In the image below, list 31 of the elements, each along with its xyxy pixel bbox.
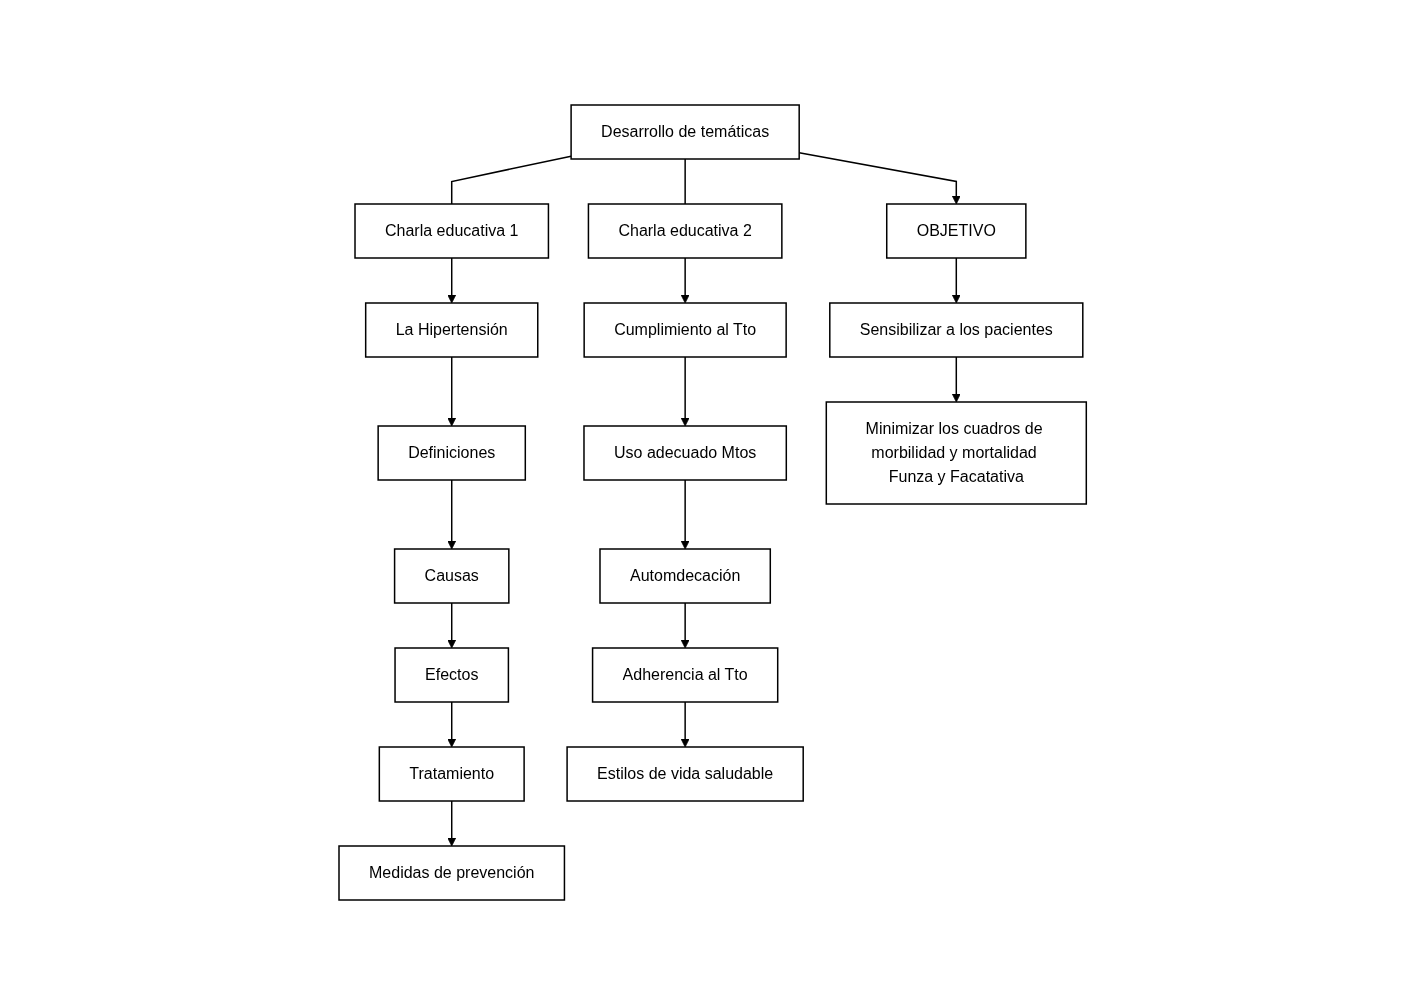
- node-box: Uso adecuado Mtos: [583, 424, 787, 481]
- arrow: [447, 256, 456, 303]
- node-box: La Hipertensión: [364, 301, 539, 358]
- node-box: Definiciones: [377, 424, 526, 481]
- node-box: Automdecación: [599, 547, 771, 604]
- arrow: [447, 700, 456, 747]
- arrow: [951, 256, 961, 303]
- arrow: [951, 355, 961, 402]
- node-box: Charla educativa 1: [354, 202, 549, 259]
- arrow: [447, 799, 456, 846]
- node-box: Estilos de vida saludable: [566, 745, 804, 802]
- node-box: Desarrollo de temáticas: [570, 103, 800, 160]
- node-box: Sensibilizar a los pacientes: [828, 301, 1084, 358]
- node-box: OBJETIVO: [885, 202, 1027, 259]
- connector: [684, 157, 686, 205]
- node-box: Cumplimiento al Tto: [583, 301, 787, 358]
- arrow: [680, 478, 690, 549]
- node-box: Minimizar los cuadros de morbilidad y mortalidad Funza y Facatativa: [825, 400, 1087, 505]
- node-box: Efectos: [394, 646, 509, 703]
- arrow: [447, 601, 456, 648]
- node-box: Adherencia al Tto: [591, 646, 779, 703]
- node-box: Tratamiento: [378, 745, 525, 802]
- node-box: Medidas de prevención: [338, 844, 566, 901]
- arrow: [680, 256, 690, 303]
- arrow: [680, 355, 690, 426]
- arrow: [447, 478, 456, 549]
- node-box: Causas: [393, 547, 510, 604]
- arrow: [447, 355, 456, 426]
- arrow: [680, 700, 690, 747]
- arrow: [680, 601, 690, 648]
- node-box: Charla educativa 2: [587, 202, 783, 259]
